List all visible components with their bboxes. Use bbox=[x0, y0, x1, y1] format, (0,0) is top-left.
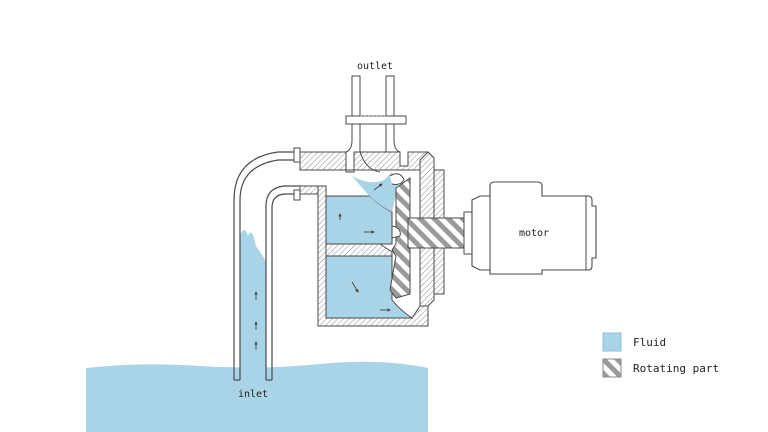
inlet-pipe bbox=[233, 147, 301, 381]
reservoir-water bbox=[86, 361, 428, 432]
flow-arrow bbox=[373, 183, 383, 191]
inlet-fluid-column bbox=[240, 230, 266, 380]
legend-swatch-rotating bbox=[602, 358, 622, 378]
casing-fluid bbox=[325, 172, 414, 319]
flow-arrow bbox=[351, 281, 359, 293]
legend-label-rotating: Rotating part bbox=[633, 362, 719, 375]
legend: Fluid Rotating part bbox=[602, 332, 719, 378]
legend-swatch-fluid bbox=[602, 332, 622, 352]
outlet-pipe bbox=[345, 75, 407, 185]
rotating-part bbox=[389, 177, 473, 299]
inlet-label: inlet bbox=[238, 389, 268, 400]
flow-arrows bbox=[254, 183, 391, 350]
motor bbox=[471, 181, 597, 275]
legend-label-fluid: Fluid bbox=[633, 336, 666, 349]
motor-label: motor bbox=[519, 228, 549, 239]
outlet-label: outlet bbox=[357, 61, 393, 72]
